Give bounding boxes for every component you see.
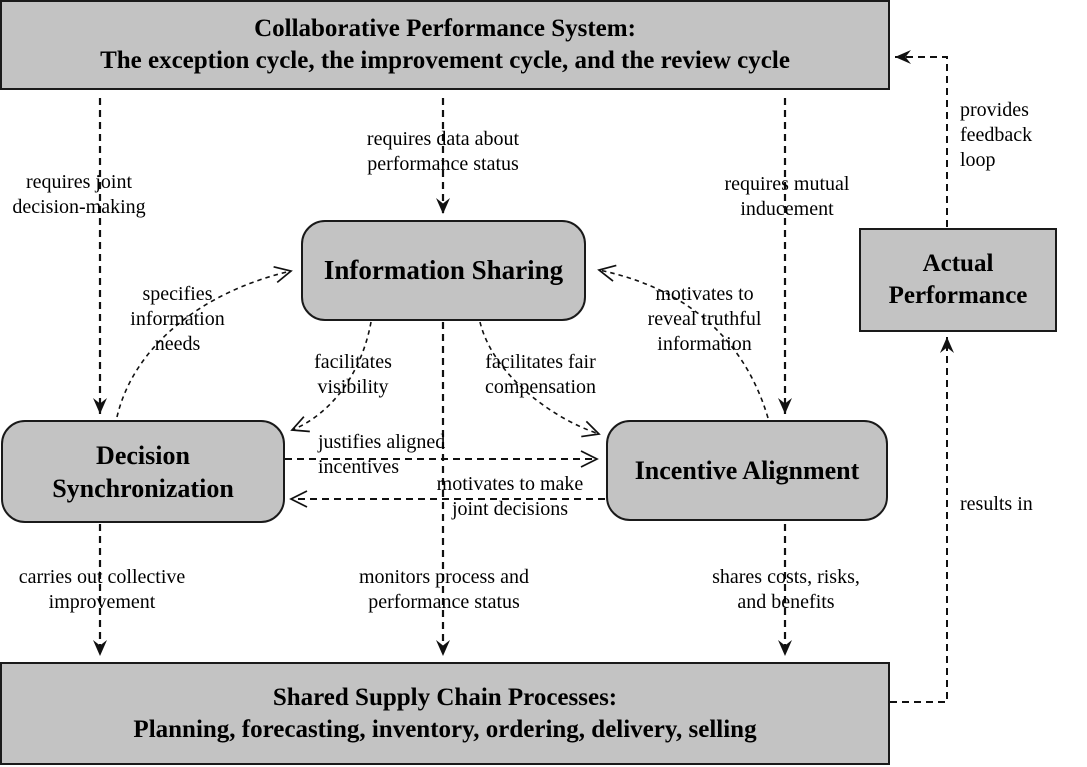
shared-supply-chain-processes-title: Shared Supply Chain Processes: xyxy=(272,683,618,711)
shared-supply-chain-processes-subtitle: Planning, forecasting, inventory, orderi… xyxy=(133,715,757,743)
label-monitors-process-and-status: monitors process and performance status xyxy=(359,566,529,613)
label-facilitates-visibility: facilitates visibility xyxy=(314,351,392,398)
label-facilitates-fair-compensation: facilitates fair compensation xyxy=(484,351,597,398)
information-sharing-title: Information Sharing xyxy=(323,255,564,285)
label-motivates-reveal-truthful-information: motivates to reveal truthful information xyxy=(647,283,762,355)
actual-performance-title: Actual Performance xyxy=(888,250,1028,309)
label-motivates-make-joint-decisions: motivates to make joint decisions xyxy=(436,473,584,520)
edge-facilitates-visibility xyxy=(290,321,372,433)
label-justifies-aligned-incentives: justifies aligned incentives xyxy=(318,431,446,478)
node-collaborative-performance-system: Collaborative Performance System: The ex… xyxy=(0,0,890,90)
collaborative-performance-system-subtitle: The exception cycle, the improvement cyc… xyxy=(100,47,790,74)
label-specifies-information-needs: specifies information needs xyxy=(130,283,225,355)
edge-motivates-reveal-truthful-information xyxy=(597,264,769,419)
node-actual-performance: Actual Performance xyxy=(859,228,1057,332)
label-shares-costs-risks-benefits: shares costs, risks, and benefits xyxy=(712,566,860,613)
node-decision-synchronization: Decision Synchronization xyxy=(1,420,285,523)
edge-results-in xyxy=(890,337,954,703)
incentive-alignment-title: Incentive Alignment xyxy=(634,455,860,485)
label-results-in: results in xyxy=(960,493,1033,515)
node-information-sharing: Information Sharing xyxy=(301,220,586,321)
edge-specifies-information-needs xyxy=(116,265,293,418)
node-incentive-alignment: Incentive Alignment xyxy=(606,420,888,521)
label-provides-feedback-loop: provides feedback loop xyxy=(960,99,1033,171)
label-requires-data-about-performance: requires data about performance status xyxy=(366,128,520,175)
collaborative-performance-system-title: Collaborative Performance System: xyxy=(254,15,636,42)
edge-provides-feedback-loop xyxy=(895,50,948,227)
label-requires-joint-decision-making: requires joint decision-making xyxy=(12,171,146,218)
edge-facilitates-fair-compensation xyxy=(479,321,601,438)
label-requires-mutual-inducement: requires mutual inducement xyxy=(724,173,850,220)
label-carries-out-collective-improvement: carries out collective improvement xyxy=(18,566,186,613)
node-shared-supply-chain-processes: Shared Supply Chain Processes: Planning,… xyxy=(0,662,890,765)
decision-synchronization-title: Decision Synchronization xyxy=(52,440,234,503)
